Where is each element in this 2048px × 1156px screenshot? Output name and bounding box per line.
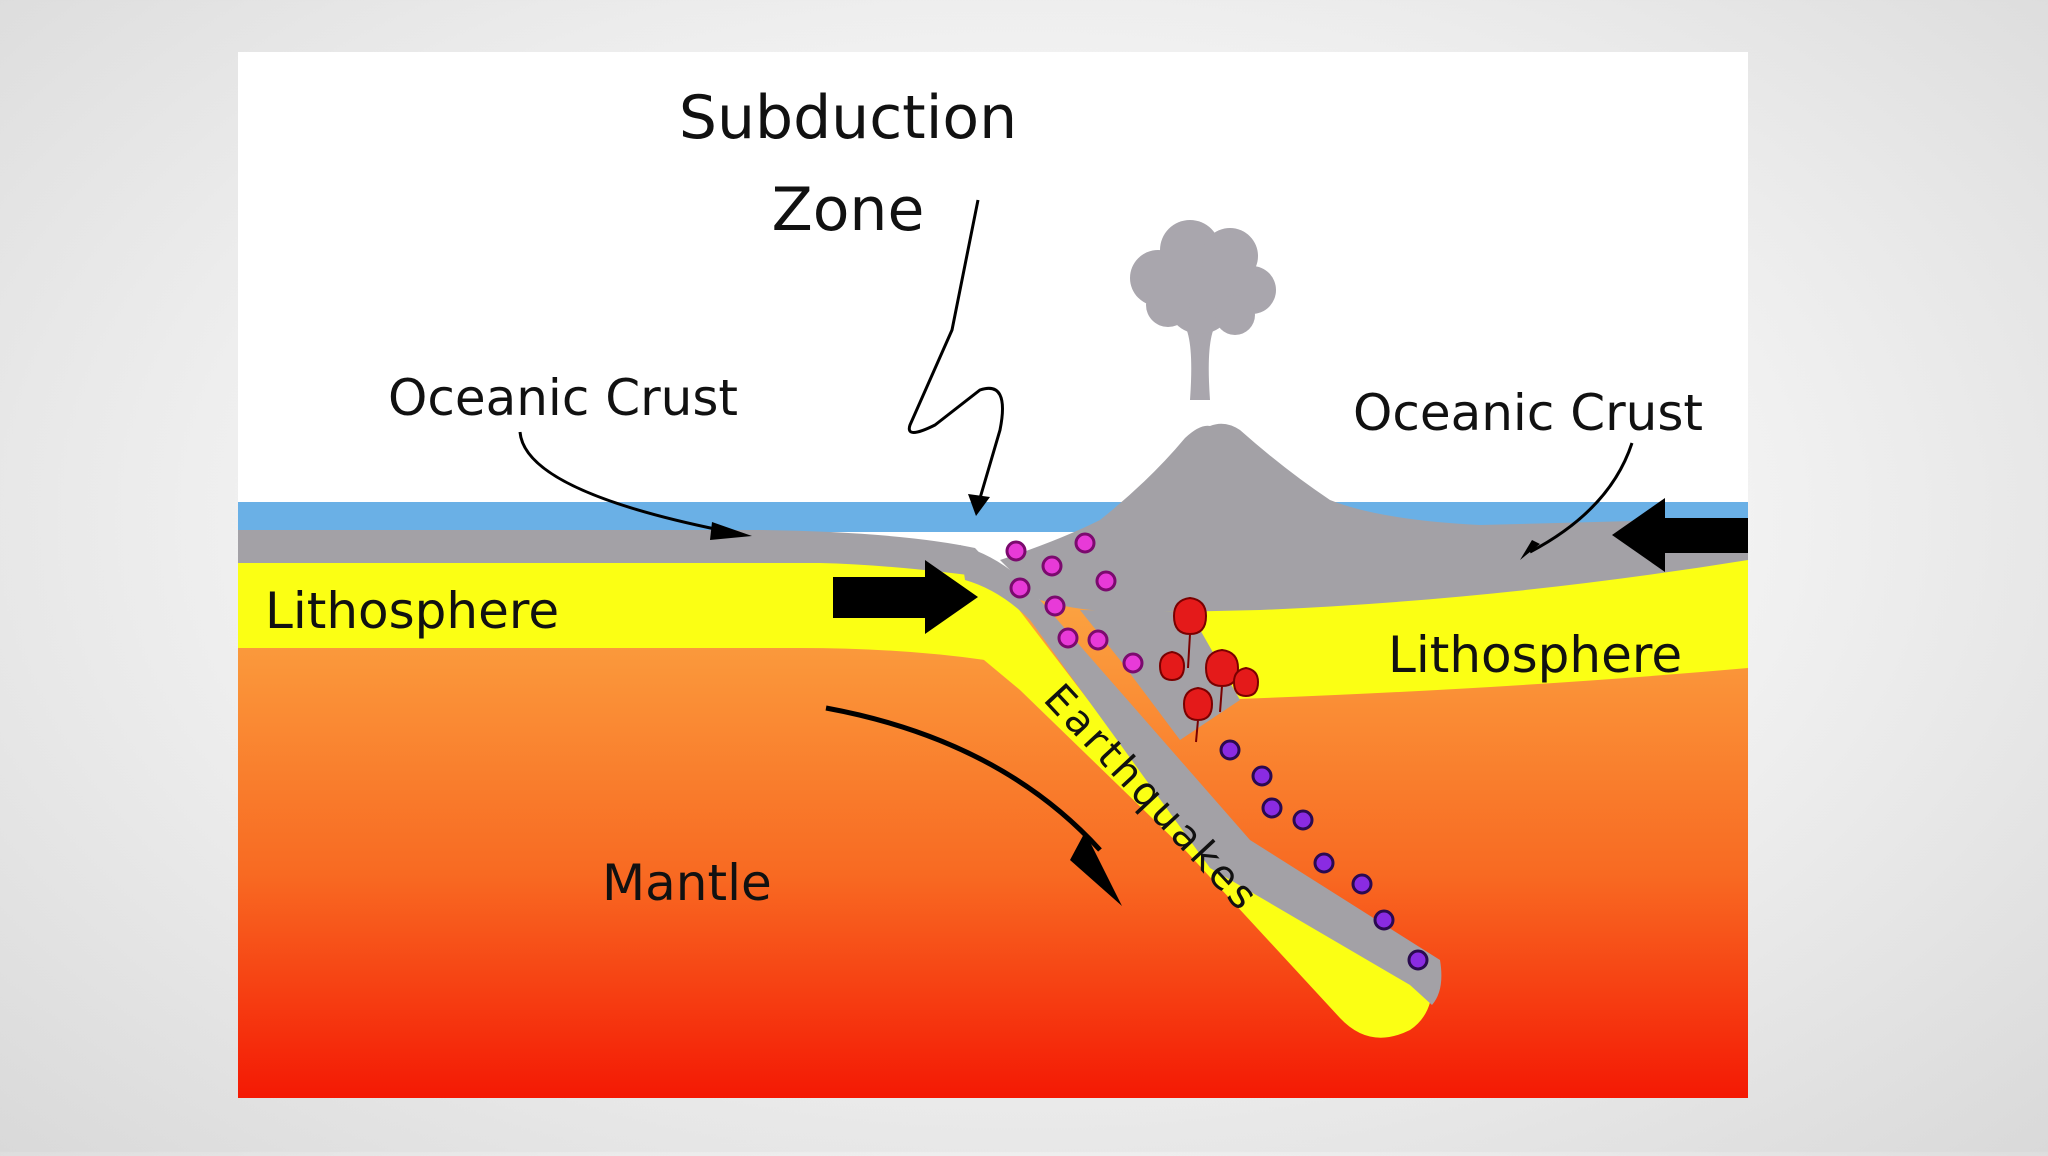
lithosphere-right-label: Lithosphere: [1388, 626, 1682, 684]
magma-droplets: [1158, 596, 1260, 743]
oceanic-crust-left-layer: [238, 530, 1005, 580]
plate-motion-arrow-left: [833, 560, 978, 634]
subduction-zone-pointer: [907, 199, 1004, 506]
oceanic-crust-right-label: Oceanic Crust: [1353, 384, 1703, 442]
oceanic-crust-right-pointer-head: [1520, 540, 1540, 560]
earthquake-dots-shallow: [1005, 532, 1144, 674]
subduction-zone-pointer-head: [968, 494, 990, 516]
volcano-overriding-plate: [1000, 423, 1748, 612]
oceanic-crust-left-pointer-head: [710, 522, 752, 540]
mantle-flow-arrow: [825, 705, 1102, 852]
mantle-label: Mantle: [602, 854, 772, 912]
plate-motion-arrow-right: [1612, 498, 1748, 572]
oceanic-crust-left-pointer: [518, 431, 721, 532]
eruption-plume: [1130, 220, 1276, 400]
oceanic-crust-left-label: Oceanic Crust: [388, 369, 738, 427]
mantle-flow-arrowhead: [1070, 832, 1122, 906]
oceanic-crust-right-pointer: [1529, 442, 1634, 554]
lithosphere-left-label: Lithosphere: [265, 582, 559, 640]
subduction-zone-title-line2: Zone: [772, 175, 925, 245]
slab-crust-band: [960, 545, 1442, 1005]
lithosphere-right-layer: [1150, 555, 1748, 702]
lithosphere-left-layer: [238, 560, 985, 660]
subduction-zone-title-line1: Subduction: [679, 83, 1017, 153]
earthquake-dots-deep: [1219, 739, 1429, 971]
